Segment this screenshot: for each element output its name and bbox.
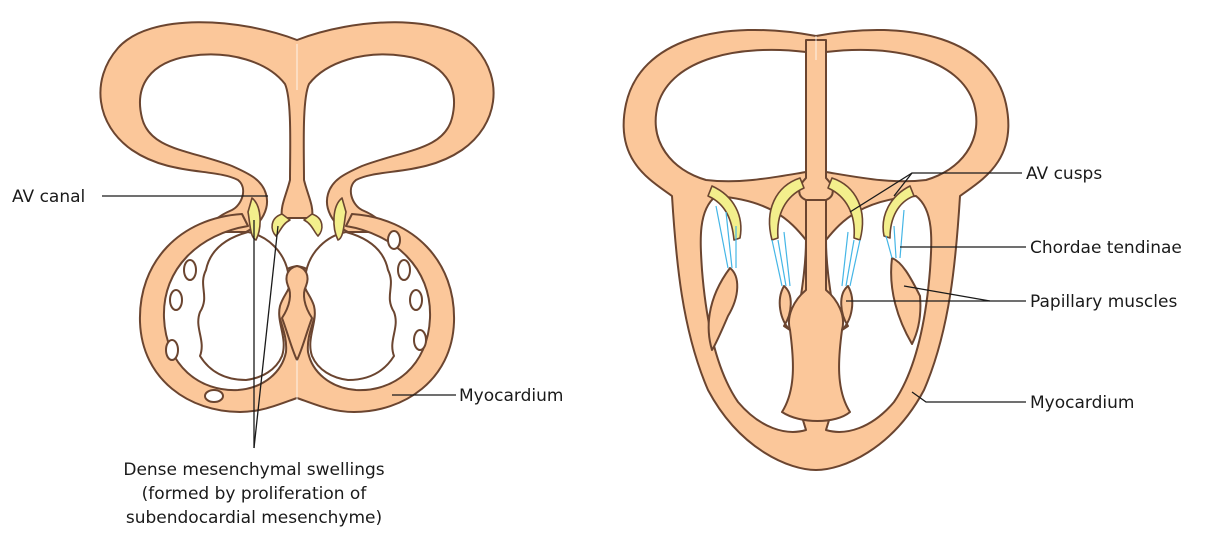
label-av-cusps: AV cusps [1026, 164, 1102, 184]
label-av-canal: AV canal [12, 187, 85, 207]
label-left-myocardium: Myocardium [459, 386, 563, 406]
right-heart-diagram [624, 30, 1009, 470]
left-ventricle-cavity-a [198, 232, 290, 380]
left-heart-diagram [100, 22, 493, 412]
label-swellings-line3: subendocardial mesenchyme) [126, 508, 382, 528]
label-papillary-muscles: Papillary muscles [1030, 292, 1177, 312]
label-chordae-tendinae: Chordae tendinae [1030, 238, 1182, 258]
left-ventricle-cavity-b [303, 232, 395, 380]
label-right-myocardium: Myocardium [1030, 393, 1134, 413]
label-swellings-line1: Dense mesenchymal swellings [123, 460, 384, 480]
label-swellings-line2: (formed by proliferation of [142, 484, 368, 504]
